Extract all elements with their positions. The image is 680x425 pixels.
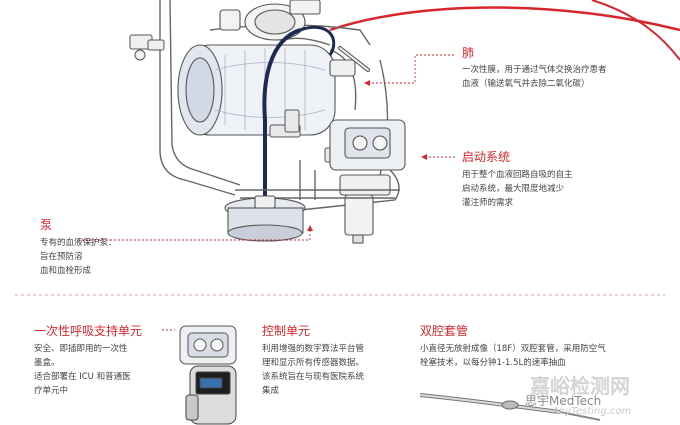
startup-line-1: 用于整个血液回路自吸的自主	[462, 170, 573, 180]
pump-line-1: 专有的血液保护泵：	[40, 238, 117, 248]
pump-title: 泵	[40, 218, 53, 232]
pump-description: 专有的血液保护泵： 旨在预防溶 血和血栓形成	[40, 236, 117, 278]
cannula-description: 小直径无放射成像（18F）双腔套管，采用防空气 栓塞技术，以每分钟1-1.5L的…	[420, 342, 606, 370]
startup-title: 启动系统	[462, 150, 511, 164]
lung-description: 一次性膜，用于通过气体交换治疗患者 血液（输送氧气并去除二氧化碳）	[462, 63, 607, 91]
pump-line-3: 血和血栓形成	[40, 266, 92, 276]
lung-line-1: 一次性膜，用于通过气体交换治疗患者	[462, 65, 607, 75]
control-unit-title: 控制单元	[262, 324, 311, 338]
cannula-line-2: 栓塞技术，以每分钟1-1.5L的速率抽血	[420, 358, 566, 368]
startup-line-2: 启动系统，最大限度地减少	[462, 184, 565, 194]
breathing-line-2: 墨盒。	[34, 358, 60, 368]
startup-description: 用于整个血液回路自吸的自主 启动系统，最大限度地减少 灌注师的需求	[462, 168, 573, 210]
lung-line-2: 血液（输送氧气并去除二氧化碳）	[462, 79, 590, 89]
cannula-title: 双腔套管	[420, 324, 469, 338]
pump-line-2: 旨在预防溶	[40, 252, 83, 262]
breathing-line-3: 适合部署在 ICU 和普通医	[34, 372, 131, 382]
watermark-site: AnyTesting.com	[552, 406, 632, 417]
lung-title: 肺	[462, 46, 475, 60]
control-line-4: 集成	[262, 386, 280, 396]
control-line-3: 该系统旨在与现有医院系统	[262, 372, 365, 382]
startup-line-3: 灌注师的需求	[462, 198, 514, 208]
breathing-line-4: 疗单元中	[34, 386, 69, 396]
breathing-unit-title: 一次性呼吸支持单元	[34, 324, 143, 338]
breathing-unit-description: 安全、即插即用的一次性 墨盒。 适合部署在 ICU 和普通医 疗单元中	[34, 342, 131, 398]
cannula-line-1: 小直径无放射成像（18F）双腔套管，采用防空气	[420, 344, 606, 354]
control-line-1: 利用增强的数字算法平台管	[262, 344, 365, 354]
breathing-line-1: 安全、即插即用的一次性	[34, 344, 128, 354]
watermark-brand: 嘉峪检测网	[530, 374, 630, 398]
control-unit-description: 利用增强的数字算法平台管 理和显示所有传感器数据。 该系统旨在与现有医院系统 集…	[262, 342, 364, 398]
control-line-2: 理和显示所有传感器数据。	[262, 358, 365, 368]
watermark-author: 思宇MedTech	[525, 394, 602, 408]
